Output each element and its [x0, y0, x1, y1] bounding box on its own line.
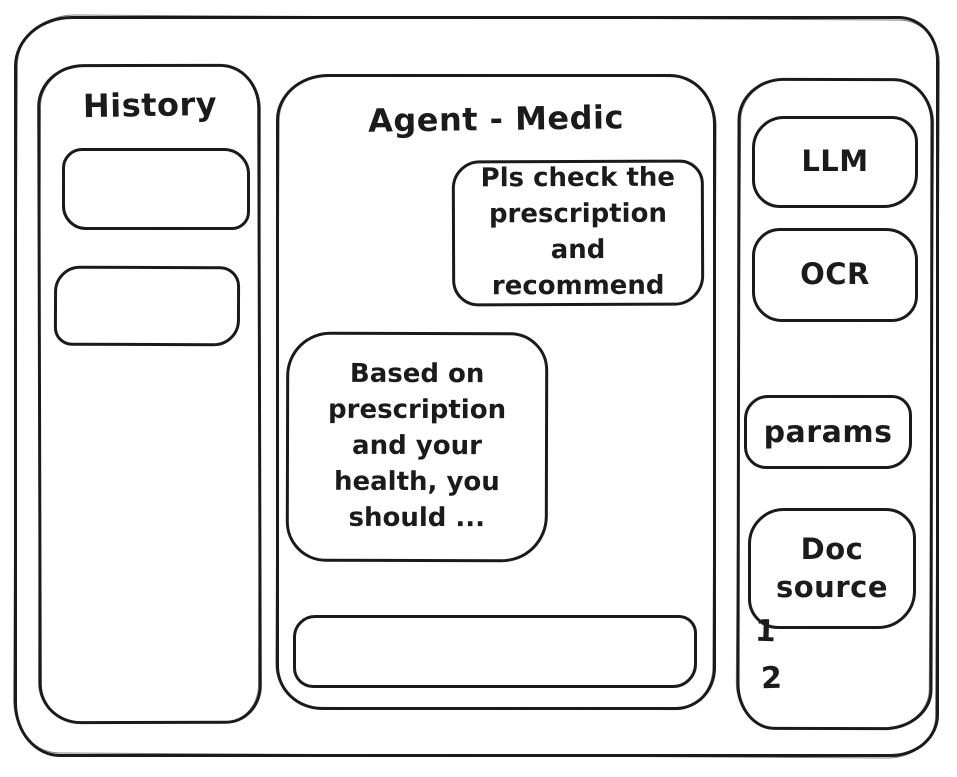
ocr-button[interactable]: OCR — [752, 228, 918, 322]
chat-input[interactable] — [293, 615, 697, 688]
app-window-frame — [14, 16, 939, 757]
agent-message-bubble: Based on prescription and your health, y… — [285, 331, 549, 563]
user-message-bubble: Pls check the prescription and recommend — [451, 159, 705, 307]
chat-panel — [276, 74, 716, 710]
history-title: History — [82, 84, 218, 126]
doc-source-item-1[interactable]: 1 — [754, 613, 777, 650]
params-button[interactable]: params — [744, 395, 912, 469]
history-item[interactable] — [53, 265, 241, 347]
history-item[interactable] — [62, 148, 250, 230]
llm-button[interactable]: LLM — [752, 116, 918, 208]
chat-title: Agent - Medic — [367, 98, 625, 140]
doc-source-button[interactable]: Doc source — [748, 508, 916, 629]
doc-source-item-2[interactable]: 2 — [760, 660, 783, 697]
